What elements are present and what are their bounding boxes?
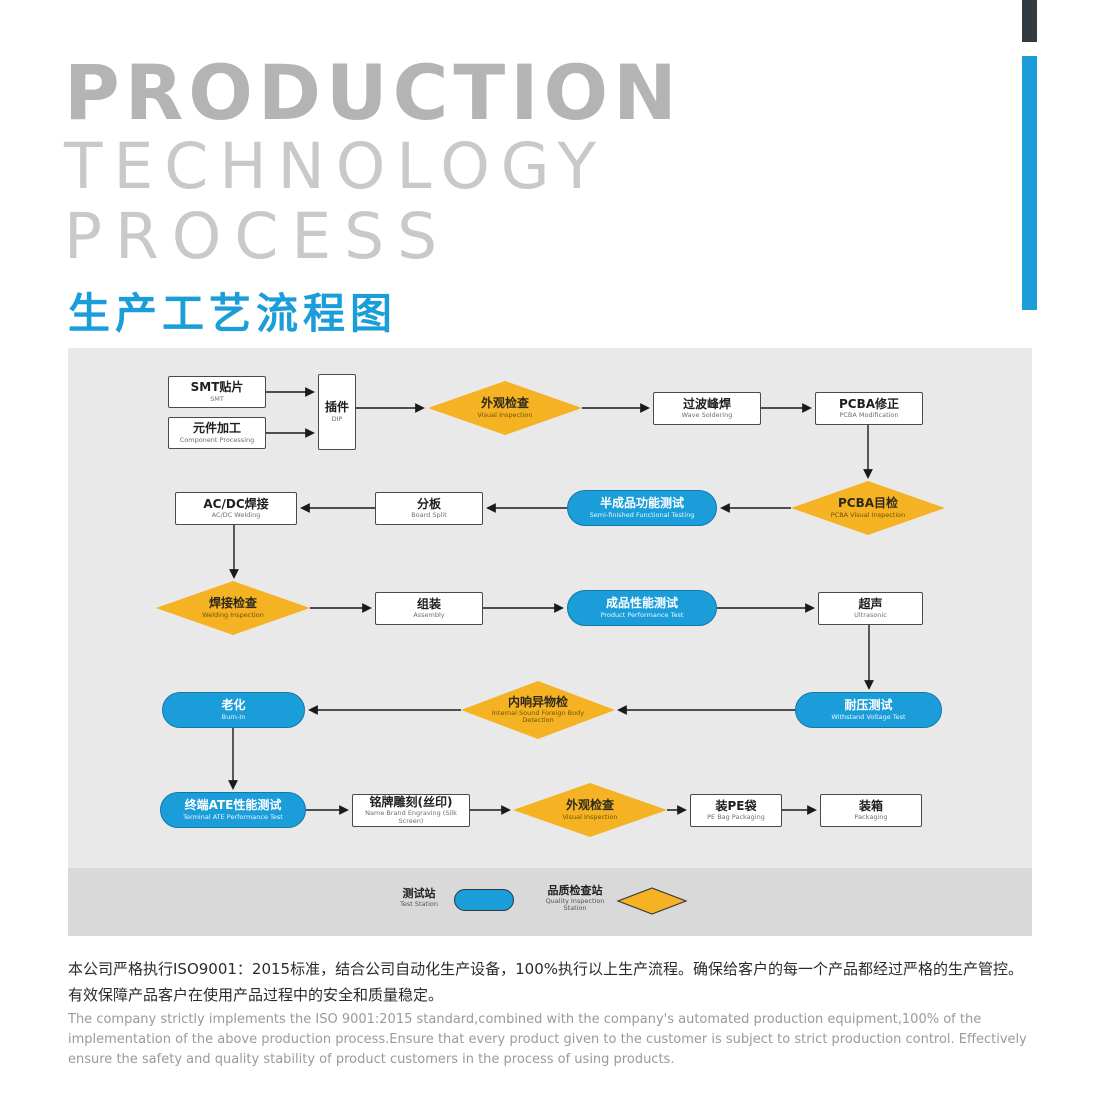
node-label-en: PCBA Modification — [839, 411, 899, 420]
node-label-en: Ultrasonic — [854, 611, 887, 620]
legend-label-zh: 品质检查站 — [547, 884, 603, 897]
footer-text-en: The company strictly implements the ISO … — [68, 1012, 1027, 1068]
node-label-en: Component Processing — [179, 435, 255, 444]
node-label-zh: 元件加工 — [192, 421, 241, 436]
test-station-swatch — [454, 889, 514, 911]
title-process: PROCESS — [64, 200, 451, 273]
node-label-zh: 成品性能测试 — [605, 596, 678, 611]
node-label-en: Withstand Voltage Test — [831, 712, 906, 721]
node-label-zh: 组装 — [416, 596, 441, 611]
flowchart-panel: SMT贴片 SMT 元件加工 Component Processing 插件 D… — [68, 348, 1032, 936]
node-label-en: Assembly — [413, 611, 445, 620]
node-label-en: PCBA Visual Inspection — [830, 510, 906, 519]
flow-node-acdc-welding: AC/DC焊接 AC/DC Welding — [175, 492, 297, 525]
node-label-zh: 铭牌雕刻(丝印) — [369, 795, 453, 810]
node-label-en: PE Bag Packaging — [707, 813, 765, 822]
node-label-zh: 半成品功能测试 — [599, 496, 684, 511]
node-label-zh: AC/DC焊接 — [203, 496, 269, 511]
top-right-dark-bar — [1022, 0, 1037, 42]
node-label-en: Packaging — [854, 813, 888, 822]
node-label-en: Visual Inspection — [562, 812, 618, 821]
footer-text-zh: 本公司严格执行ISO9001：2015标准，结合公司自动化生产设备，100%执行… — [68, 960, 1023, 1005]
node-label-zh: 分板 — [416, 496, 441, 511]
node-label-zh: 超声 — [858, 596, 883, 611]
node-label-en: SMT — [210, 394, 224, 403]
node-label-zh: PCBA目检 — [837, 496, 899, 511]
title-production: PRODUCTION — [64, 48, 682, 137]
flow-node-visual-inspection-1: 外观检查 Visual Inspection — [428, 381, 582, 435]
title-technology: TECHNOLOGY — [64, 130, 607, 203]
node-label-en: Welding Inspection — [202, 610, 264, 619]
flow-node-packaging: 装箱 Packaging — [820, 794, 922, 827]
legend-label-zh: 测试站 — [402, 887, 436, 900]
flow-node-wave-soldering: 过波峰焊 Wave Soldering — [653, 392, 761, 425]
node-label-zh: PCBA修正 — [838, 396, 900, 411]
node-label-en: Wave Soldering — [681, 411, 733, 420]
node-label-en: Internal Sound Foreign Body Detection — [491, 708, 585, 725]
flow-node-visual-inspection-2: 外观检查 Visual Inspection — [513, 783, 667, 837]
node-label-zh: 耐压测试 — [844, 698, 893, 713]
node-label-en: Name Brand Engraving (Silk Screen) — [365, 809, 457, 825]
flow-node-dip: 插件 DIP — [318, 374, 356, 450]
flow-node-product-performance-test: 成品性能测试 Product Performance Test — [567, 590, 717, 626]
flow-node-ultrasonic: 超声 Ultrasonic — [818, 592, 923, 625]
node-label-en: Visual Inspection — [477, 410, 533, 419]
node-label-zh: 插件 — [324, 400, 349, 415]
flow-node-internal-sound-foreign-body-detection: 内响异物检 Internal Sound Foreign Body Detect… — [461, 681, 615, 739]
node-label-en: DIP — [331, 414, 343, 423]
legend-strip — [68, 868, 1032, 936]
node-label-en: Board Split — [411, 511, 447, 520]
node-label-zh: 装箱 — [858, 798, 883, 813]
node-label-zh: 老化 — [221, 698, 246, 713]
node-label-zh: 终端ATE性能测试 — [184, 798, 282, 813]
node-label-zh: SMT贴片 — [190, 380, 244, 395]
legend-label-en: Test Station — [400, 899, 438, 908]
flow-node-name-brand-engraving: 铭牌雕刻(丝印) Name Brand Engraving (Silk Scre… — [352, 794, 470, 827]
node-label-zh: 焊接检查 — [208, 596, 257, 611]
flow-node-assembly: 组装 Assembly — [375, 592, 483, 625]
flow-node-component-processing: 元件加工 Component Processing — [168, 417, 266, 449]
node-label-zh: 内响异物检 — [507, 694, 568, 709]
node-label-zh: 过波峰焊 — [682, 396, 731, 411]
node-label-en: AC/DC Welding — [211, 511, 261, 520]
legend-quality-station-label: 品质检查站 Quality Inspection Station — [544, 884, 606, 913]
flow-node-pcba-visual-inspection: PCBA目检 PCBA Visual Inspection — [791, 481, 945, 535]
node-label-zh: 外观检查 — [565, 798, 614, 813]
flow-node-smt: SMT贴片 SMT — [168, 376, 266, 408]
top-right-blue-bar — [1022, 56, 1037, 310]
node-label-en: Product Performance Test — [600, 610, 684, 619]
legend-test-station-label: 测试站 Test Station — [390, 887, 448, 908]
node-label-zh: 外观检查 — [480, 396, 529, 411]
flow-node-terminal-ate-performance-test: 终端ATE性能测试 Terminal ATE Performance Test — [160, 792, 306, 828]
flow-node-board-split: 分板 Board Split — [375, 492, 483, 525]
flow-node-pe-bag-packaging: 装PE袋 PE Bag Packaging — [690, 794, 782, 827]
flow-node-withstand-voltage-test: 耐压测试 Withstand Voltage Test — [795, 692, 942, 728]
flow-node-welding-inspection: 焊接检查 Welding Inspection — [156, 581, 310, 635]
node-label-en: Terminal ATE Performance Test — [183, 812, 283, 821]
quality-station-swatch — [616, 887, 688, 915]
node-label-zh: 装PE袋 — [715, 798, 757, 813]
legend-label-en: Quality Inspection Station — [545, 896, 605, 913]
node-label-en: Semi-finished Functional Testing — [589, 510, 695, 519]
flow-node-semi-finished-functional-testing: 半成品功能测试 Semi-finished Functional Testing — [567, 490, 717, 526]
flow-node-pcba-modification: PCBA修正 PCBA Modification — [815, 392, 923, 425]
page-title: 生产工艺流程图 — [68, 289, 398, 338]
node-label-en: Burn-In — [221, 712, 246, 721]
flow-node-burn-in: 老化 Burn-In — [162, 692, 305, 728]
